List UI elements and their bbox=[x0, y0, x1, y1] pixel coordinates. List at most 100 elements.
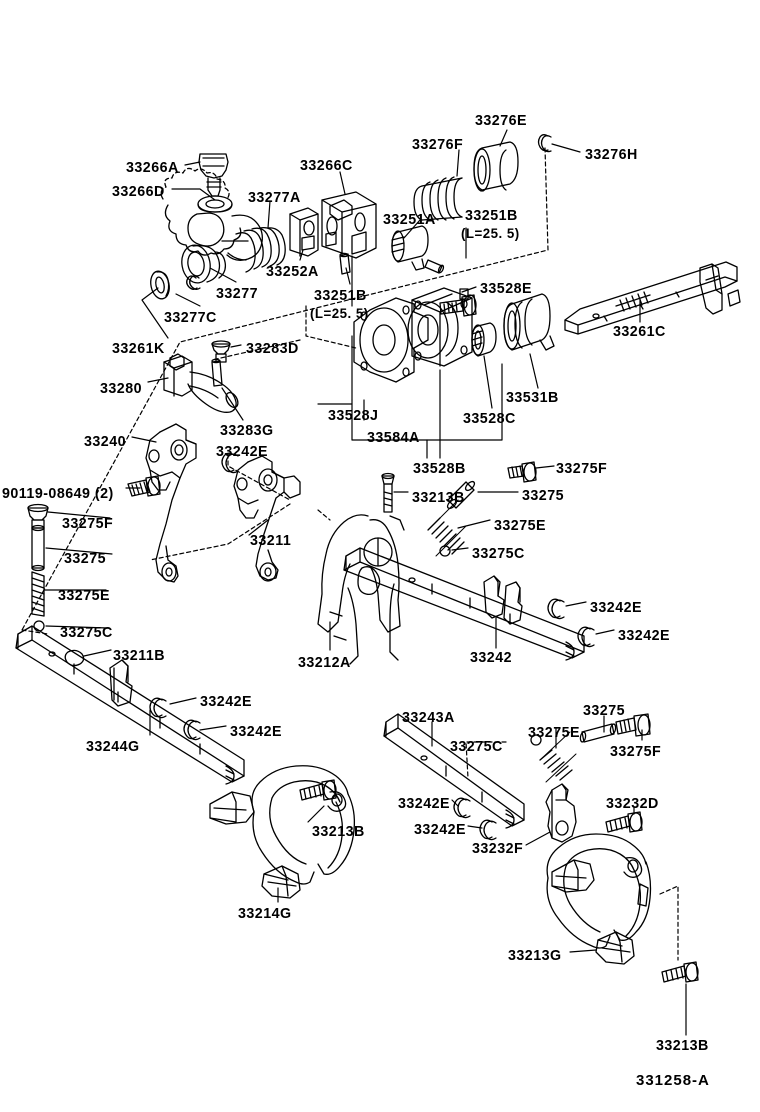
label-33214g: 33214G bbox=[238, 905, 292, 922]
label-33213b-2: 33213B bbox=[312, 823, 365, 840]
label-33232f: 33232F bbox=[472, 840, 524, 857]
part-33266a-plug bbox=[198, 153, 229, 197]
part-33275e-spring-3 bbox=[539, 731, 577, 783]
label-33277c: 33277C bbox=[164, 309, 217, 326]
diagram-id: 331258-A bbox=[636, 1072, 710, 1089]
label-33242e-4: 33242E bbox=[200, 693, 252, 710]
part-33240-bracket bbox=[145, 423, 197, 583]
label-33213b-1: 33213B bbox=[412, 489, 465, 506]
label-33242e-2: 33242E bbox=[590, 599, 642, 616]
label-33244g: 33244G bbox=[86, 738, 140, 755]
part-33232d-bolt bbox=[605, 811, 643, 833]
label-33213g: 33213G bbox=[508, 947, 562, 964]
part-90119-08649-bolt bbox=[127, 475, 161, 497]
part-33277-bushing bbox=[181, 244, 227, 284]
label-33251b-2-len: (L=25. 5) bbox=[310, 305, 369, 321]
part-33242e-clip-6 bbox=[453, 797, 471, 819]
label-33251b-1: 33251B bbox=[465, 207, 518, 224]
part-33261k-clip bbox=[186, 275, 201, 290]
part-33275c-ball-3 bbox=[530, 734, 542, 746]
part-33584a-retainer bbox=[353, 297, 429, 383]
part-33242e-clip-7 bbox=[479, 819, 497, 841]
label-33240: 33240 bbox=[84, 433, 127, 450]
part-33244g-shaft bbox=[15, 625, 245, 785]
part-33242e-clip-1 bbox=[221, 452, 239, 474]
part-33280-switch bbox=[163, 353, 239, 413]
label-33266c: 33266C bbox=[300, 157, 353, 174]
label-33211: 33211 bbox=[250, 532, 292, 549]
part-33251b-pin-1 bbox=[339, 252, 351, 275]
part-shift-lever-housing-33266 bbox=[160, 167, 286, 284]
part-33277a-bellows bbox=[235, 226, 286, 273]
label-33251b-1-len: (L=25. 5) bbox=[461, 225, 520, 241]
part-33232f-bracket bbox=[545, 783, 577, 843]
label-33275-2: 33275 bbox=[522, 487, 565, 504]
part-33531b-boot bbox=[503, 293, 555, 351]
part-33275c-ball-1 bbox=[33, 620, 45, 632]
label-33283d: 33283D bbox=[246, 340, 299, 357]
label-33251a: 33251A bbox=[383, 211, 436, 228]
label-33242: 33242 bbox=[470, 649, 513, 666]
part-33276h-clip bbox=[537, 134, 552, 153]
label-33275-3: 33275 bbox=[583, 702, 626, 719]
part-33242e-clip-3 bbox=[577, 626, 595, 648]
label-33242e-6: 33242E bbox=[398, 795, 450, 812]
label-33275-1: 33275 bbox=[64, 550, 107, 567]
part-33212a-shift-fork bbox=[317, 514, 405, 665]
label-33275e-1: 33275E bbox=[58, 587, 110, 604]
label-33528b: 33528B bbox=[413, 460, 466, 477]
label-33276f: 33276F bbox=[412, 136, 464, 153]
leader-lines bbox=[21, 129, 687, 1036]
label-33275f-1: 33275F bbox=[62, 515, 114, 532]
label-33261c: 33261C bbox=[613, 323, 666, 340]
part-33213b-bolt-2 bbox=[299, 779, 337, 801]
part-33528c-seal bbox=[471, 322, 497, 357]
part-33213b-bolt-1 bbox=[381, 472, 395, 513]
part-33266d-seal bbox=[197, 195, 233, 213]
part-33213b-bolt-3 bbox=[661, 961, 699, 983]
label-33232d: 33232D bbox=[606, 795, 659, 812]
part-33275c-ball-2 bbox=[439, 545, 451, 557]
part-33276e-cap bbox=[473, 141, 519, 192]
label-33275f-2: 33275F bbox=[556, 460, 608, 477]
part-33275e-spring-1 bbox=[31, 571, 45, 617]
part-33243a-shaft bbox=[383, 713, 525, 829]
label-33276h: 33276H bbox=[585, 146, 638, 163]
part-33275e-spring-2 bbox=[427, 499, 467, 557]
label-33252a: 33252A bbox=[266, 263, 319, 280]
part-33242e-clip-5 bbox=[183, 719, 201, 741]
label-33261k: 33261K bbox=[112, 340, 165, 357]
part-33283g-pin bbox=[211, 358, 223, 387]
label-33275f-3: 33275F bbox=[610, 743, 662, 760]
label-33275c-2: 33275C bbox=[472, 545, 525, 562]
part-33242-shaft bbox=[343, 547, 585, 661]
part-33275-plunger-3 bbox=[579, 723, 617, 743]
label-33213b-3: 33213B bbox=[656, 1037, 709, 1054]
label-33277: 33277 bbox=[216, 285, 259, 302]
label-33528c: 33528C bbox=[463, 410, 516, 427]
label-33242e-3: 33242E bbox=[618, 627, 670, 644]
label-33242e-5: 33242E bbox=[230, 723, 282, 740]
label-33242e-7: 33242E bbox=[414, 821, 466, 838]
part-33251a-sleeve bbox=[391, 225, 429, 271]
part-33251b-pin-2 bbox=[424, 259, 445, 274]
part-33214g-fork bbox=[209, 765, 356, 899]
label-33276e: 33276E bbox=[475, 112, 527, 129]
part-33211-lever bbox=[233, 455, 301, 582]
label-33266a: 33266A bbox=[126, 159, 179, 176]
part-33275f-bolt-3 bbox=[615, 713, 651, 737]
label-33531b: 33531B bbox=[506, 389, 559, 406]
part-33528b-housing bbox=[407, 287, 473, 367]
part-33275-plunger-1 bbox=[31, 524, 45, 572]
part-33528e-bolt bbox=[439, 288, 477, 317]
label-33528j: 33528J bbox=[328, 407, 379, 424]
part-33276f-bellows bbox=[413, 176, 463, 221]
part-33266c-housing bbox=[321, 191, 377, 259]
label-33283g: 33283G bbox=[220, 422, 274, 439]
label-33211b: 33211B bbox=[113, 647, 165, 664]
label-33584a: 33584A bbox=[367, 429, 420, 446]
part-33242e-clip-4 bbox=[149, 697, 167, 719]
label-33275e-2: 33275E bbox=[494, 517, 546, 534]
